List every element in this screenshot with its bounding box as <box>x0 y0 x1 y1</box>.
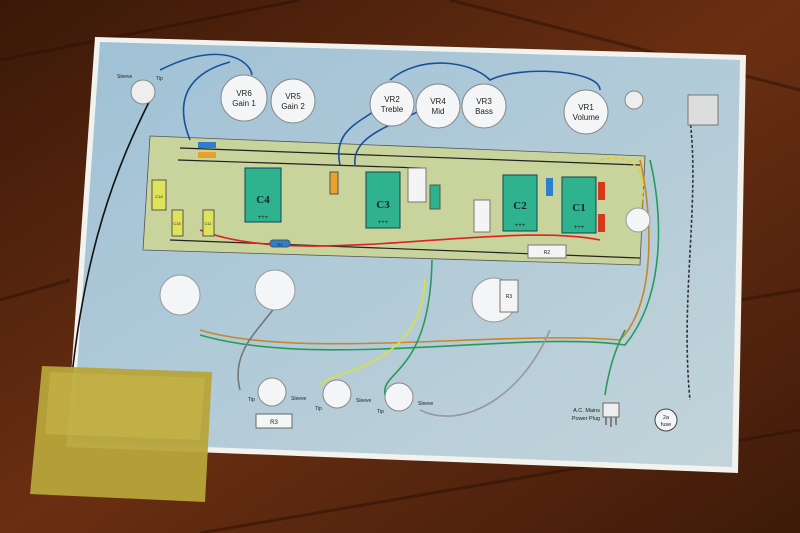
resistor-r3 <box>499 279 519 313</box>
c4-label: C4 <box>256 194 270 206</box>
c1-polarity: +++ <box>574 225 585 231</box>
tip-label: Tip <box>377 409 384 415</box>
pot-role: Bass <box>475 107 493 116</box>
pot-name: VR6 <box>236 89 252 98</box>
sleeve-label: Sleeve <box>418 401 434 407</box>
pot-name: VR4 <box>430 97 446 106</box>
power-plug <box>602 402 620 418</box>
tube-socket <box>254 269 296 311</box>
pot-vr5[interactable]: VR5 Gain 2 <box>270 78 316 124</box>
sleeve-label: Sleeve <box>291 396 307 402</box>
pot-vr1[interactable]: VR1 Volume <box>563 89 609 135</box>
resistor <box>598 182 605 200</box>
c4-polarity: +++ <box>258 215 269 221</box>
fuse <box>654 408 678 432</box>
tip-label: Tip <box>156 76 163 82</box>
resistor <box>329 171 339 195</box>
tip-label: Tip <box>315 406 322 412</box>
c2-polarity: +++ <box>515 223 526 229</box>
c15-label: C15 <box>173 221 181 226</box>
transformer-block <box>687 94 719 126</box>
r4-label: R4 <box>277 242 283 247</box>
c1-label: C1 <box>572 202 585 214</box>
indicator-lamp <box>624 90 644 110</box>
capacitor <box>429 184 441 210</box>
capacitor-c1 <box>561 176 597 234</box>
pot-vr3[interactable]: VR3 Bass <box>461 83 507 129</box>
tip-label: Tip <box>248 397 255 403</box>
resistor <box>546 178 553 196</box>
plug-label-2: Power Plug <box>572 416 600 422</box>
potentiometers: VR6 Gain 1 VR5 Gain 2 VR2 Treble VR4 Mid… <box>220 74 609 135</box>
jack[interactable] <box>257 377 287 407</box>
input-jack: Sleeve Tip <box>117 74 163 105</box>
tube-socket <box>159 274 201 316</box>
capacitors: C4 +++ C3 +++ C2 +++ C1 +++ <box>244 167 597 234</box>
capacitor-c4 <box>244 167 282 223</box>
c3-polarity: +++ <box>378 220 389 226</box>
sleeve-label: Sleeve <box>117 74 133 80</box>
sleeve-label: Sleeve <box>356 398 372 404</box>
small-components: C16 C15 C11 R2 R3 R4 <box>151 142 605 313</box>
c16-label: C16 <box>155 194 163 199</box>
pot-vr6[interactable]: VR6 Gain 1 <box>220 74 268 122</box>
pot-role: Gain 2 <box>281 102 305 111</box>
pot-name: VR1 <box>578 103 594 112</box>
resistor <box>198 152 216 158</box>
pot-role: Volume <box>573 113 600 122</box>
pot-role: Gain 1 <box>232 99 256 108</box>
resistor <box>598 214 605 232</box>
pot-name: VR2 <box>384 95 400 104</box>
jack[interactable] <box>322 379 352 409</box>
pot-name: VR5 <box>285 92 301 101</box>
resistor-r4 <box>269 239 291 248</box>
c2-label: C2 <box>513 200 527 212</box>
power-section: A.C. Mains Power Plug 2a fuse <box>572 402 678 432</box>
sheet-highlight <box>45 372 205 440</box>
output-jacks: Tip Sleeve R3 Tip Sleeve Tip Sleeve <box>248 377 434 429</box>
pot-role: Mid <box>432 107 445 116</box>
pot-role: Treble <box>381 105 404 114</box>
r3-label: R3 <box>506 294 513 300</box>
r2-label: R2 <box>544 250 551 256</box>
capacitor-c16 <box>151 179 167 211</box>
c11-label: C11 <box>204 221 212 226</box>
resistor-block <box>473 199 491 233</box>
capacitor-c11 <box>202 209 215 237</box>
tube-socket <box>625 207 651 233</box>
resistor-box <box>255 413 293 429</box>
capacitor-c2 <box>502 174 538 232</box>
resistor-block <box>407 167 427 203</box>
fuse-label-2: fuse <box>661 422 671 428</box>
c3-label: C3 <box>376 199 390 211</box>
capacitor-c3 <box>365 171 401 229</box>
pot-name: VR3 <box>476 97 492 106</box>
jack[interactable] <box>384 382 414 412</box>
pot-vr2[interactable]: VR2 Treble <box>369 81 415 127</box>
fuse-label-1: 2a <box>663 415 670 421</box>
resistor-r2 <box>527 244 567 259</box>
pot-vr4[interactable]: VR4 Mid <box>415 83 461 129</box>
plug-label-1: A.C. Mains <box>573 408 600 414</box>
resistor-box-label: R3 <box>270 420 278 426</box>
capacitor-c15 <box>171 209 184 237</box>
resistor <box>198 142 216 148</box>
